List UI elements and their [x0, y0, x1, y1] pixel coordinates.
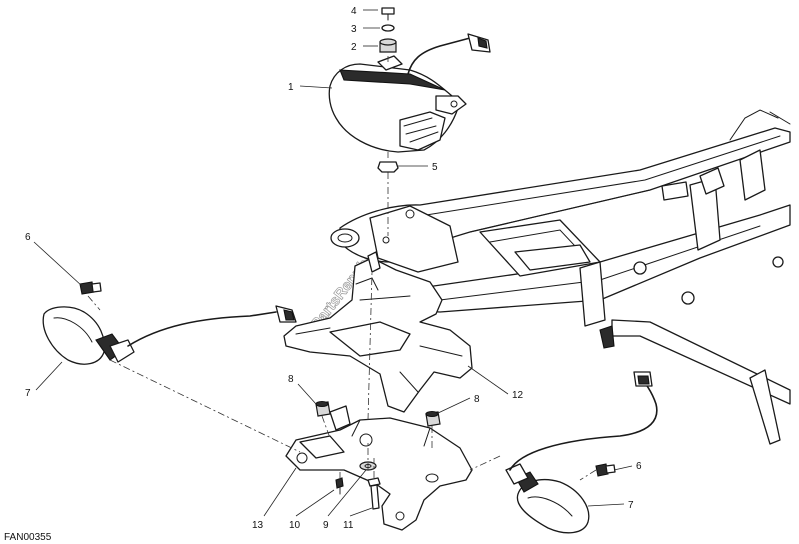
- assembly-lines: [87, 271, 597, 494]
- screw-4: [381, 7, 395, 15]
- callout-4: 4: [351, 6, 357, 17]
- callout-9: 9: [323, 520, 329, 531]
- turn-signal-left: [42, 305, 297, 365]
- screw-6-left: [79, 281, 102, 295]
- callout-8-right: 8: [474, 394, 480, 405]
- callout-8-left: 8: [288, 374, 294, 385]
- screw-10: [335, 477, 344, 495]
- rear-subframe: [330, 109, 791, 445]
- nut-5: [377, 161, 399, 173]
- callout-11: 11: [343, 520, 354, 531]
- callout-2: 2: [351, 42, 357, 53]
- callout-7-left: 7: [25, 388, 31, 399]
- bolt-11: [367, 477, 381, 510]
- callout-13: 13: [252, 520, 264, 531]
- tail-light: [328, 33, 491, 153]
- callout-5: 5: [432, 162, 438, 173]
- callout-1: 1: [288, 82, 294, 93]
- grommet-8-right: [425, 410, 441, 427]
- callout-10: 10: [289, 520, 301, 531]
- callout-3: 3: [351, 24, 357, 35]
- bracket-12: [283, 251, 473, 413]
- callout-6-left: 6: [25, 232, 31, 243]
- turn-signal-right: [505, 371, 658, 534]
- hardware-stack: [377, 7, 399, 236]
- washer-3: [381, 24, 395, 32]
- grommet-8-left: [315, 400, 331, 417]
- callout-12: 12: [512, 390, 524, 401]
- drawing-code: FAN00355: [4, 532, 52, 543]
- lower-plate-13: [285, 405, 473, 531]
- callout-6-right: 6: [636, 461, 642, 472]
- callout-7-right: 7: [628, 500, 634, 511]
- screw-6-right: [595, 463, 616, 477]
- leader-lines: [33, 9, 633, 517]
